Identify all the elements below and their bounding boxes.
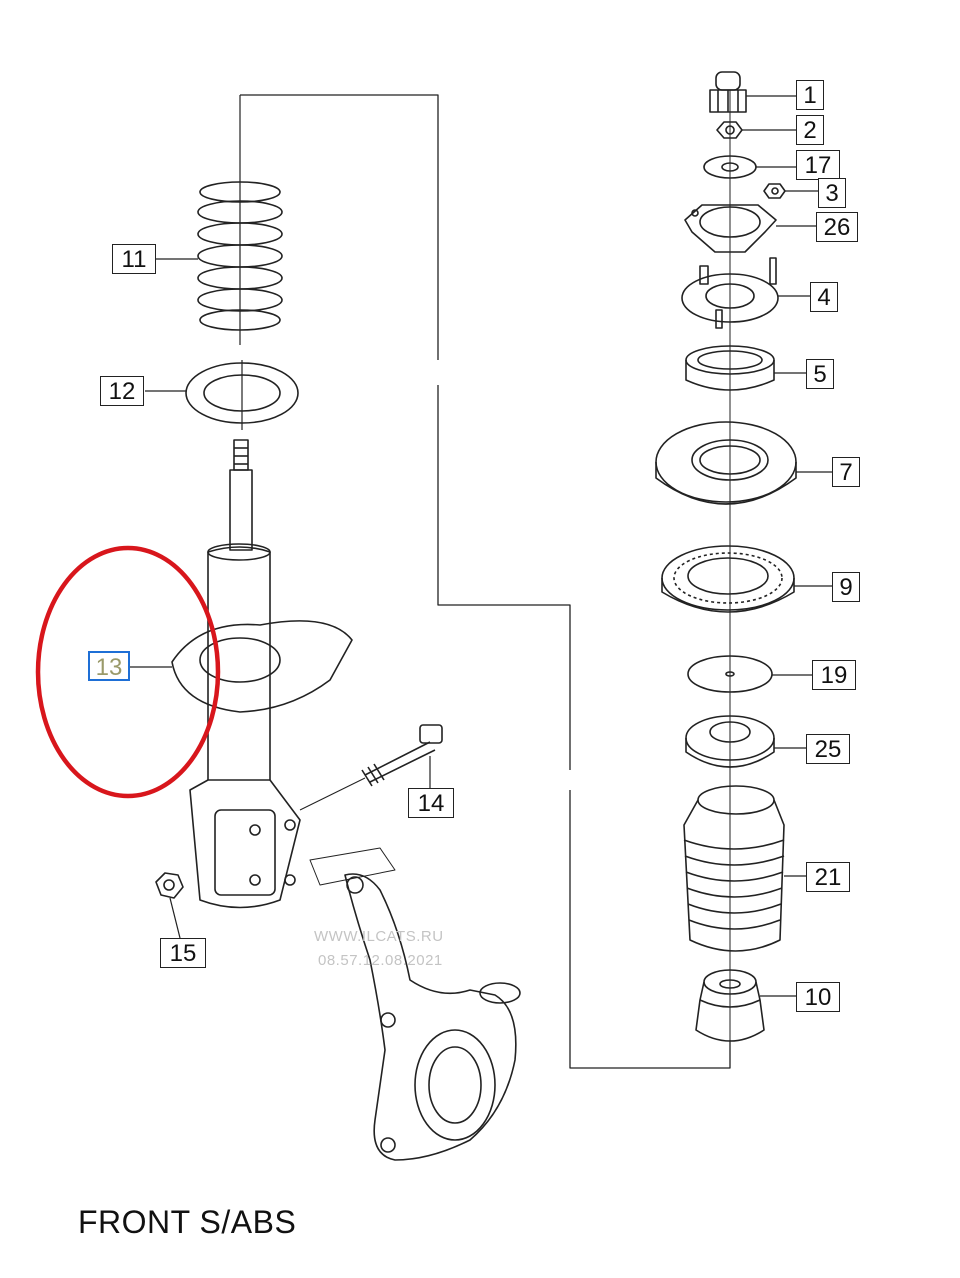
assembly-bracket <box>240 94 731 1069</box>
callout-1[interactable]: 1 <box>796 80 824 110</box>
seat-7 <box>655 421 832 505</box>
callout-17[interactable]: 17 <box>796 150 840 180</box>
callout-19[interactable]: 19 <box>812 660 856 690</box>
mount-plate-26 <box>684 204 816 253</box>
callout-14[interactable]: 14 <box>408 788 454 818</box>
callout-3[interactable]: 3 <box>818 178 846 208</box>
spring-seat-upper <box>185 360 299 430</box>
callout-12[interactable]: 12 <box>100 376 144 406</box>
cap-1 <box>709 71 796 113</box>
bearing-9 <box>661 545 832 613</box>
callout-4[interactable]: 4 <box>810 282 838 312</box>
shock-absorber-strut <box>171 439 353 909</box>
steering-knuckle <box>309 847 521 1161</box>
callout-26[interactable]: 26 <box>816 212 858 242</box>
coil-spring <box>197 95 283 345</box>
diagram-caption: FRONT S/ABS <box>78 1204 297 1240</box>
nut-15 <box>155 872 184 899</box>
nut-3 <box>763 183 818 199</box>
callout-25[interactable]: 25 <box>806 734 850 764</box>
leader-lines <box>130 258 431 939</box>
bump-stop-10 <box>695 969 796 1042</box>
watermark-line-2: 08.57.12.08.2021 <box>318 952 443 969</box>
callout-11[interactable]: 11 <box>112 244 156 274</box>
callout-13[interactable]: 13 <box>88 651 130 681</box>
callout-7[interactable]: 7 <box>832 457 860 487</box>
pad-25 <box>685 715 806 768</box>
strut-mount-4 <box>681 257 810 329</box>
callout-10[interactable]: 10 <box>796 982 840 1012</box>
callout-15[interactable]: 15 <box>160 938 206 968</box>
washer-17 <box>703 155 796 179</box>
highlight-circle <box>35 545 221 799</box>
nut-2 <box>716 121 796 139</box>
watermark-line-1: WWW.ILCATS.RU <box>314 928 444 945</box>
callout-2[interactable]: 2 <box>796 115 824 145</box>
bearing-5 <box>685 345 806 391</box>
callout-9[interactable]: 9 <box>832 572 860 602</box>
dust-boot-21 <box>683 785 806 952</box>
callout-21[interactable]: 21 <box>806 862 850 892</box>
washer-19 <box>687 655 812 693</box>
strut-bolt <box>299 724 443 811</box>
callout-5[interactable]: 5 <box>806 359 834 389</box>
